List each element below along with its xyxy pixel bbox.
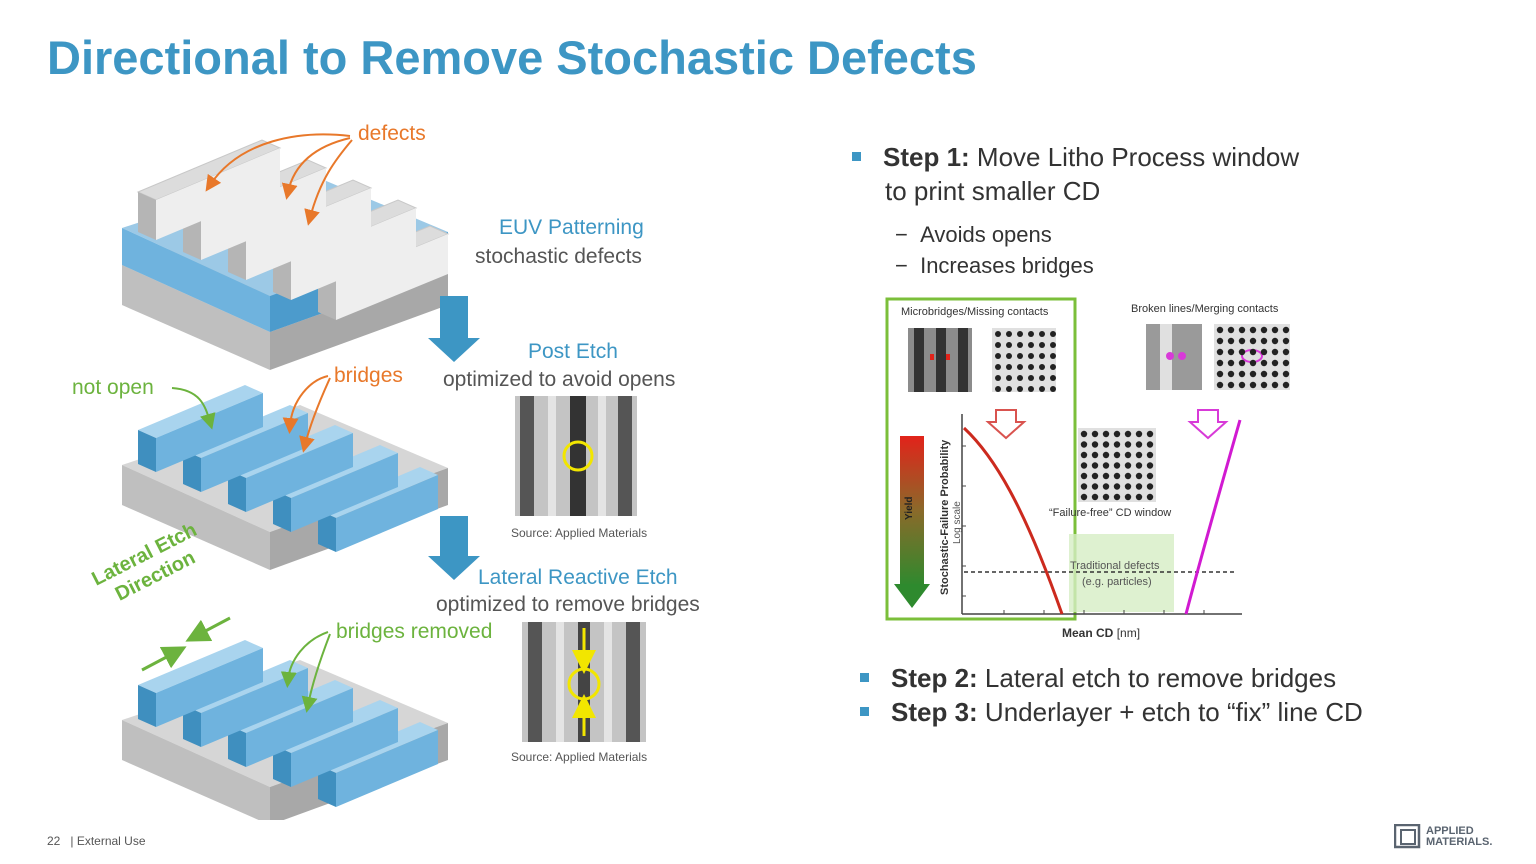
step-2-bullet: Step 2: Lateral etch to remove bridges [860, 663, 1336, 694]
broken-lines-panel-label: Broken lines/Merging contacts [1131, 303, 1279, 315]
sub-bullet-increases-bridges: − Increases bridges [895, 253, 1094, 278]
post-etch-stack [122, 385, 448, 570]
post-etch-title: Post Etch [528, 340, 618, 363]
sem-image-lateral-etch [522, 622, 646, 742]
failure-probability-chart [885, 297, 1290, 621]
failure-free-window-label: “Failure-free” CD window [1049, 507, 1172, 519]
merging-contact-sem-thumb [1214, 324, 1290, 390]
yield-gradient-bar [900, 436, 924, 586]
left-diagram [122, 133, 646, 820]
broken-line-sem-thumb [1146, 324, 1202, 390]
traditional-defects-label: Traditional defects [1070, 560, 1160, 572]
euv-patterning-title: EUV Patterning [499, 216, 644, 239]
footer: 22 | External Use [47, 834, 146, 848]
step-1-bullet: Step 1: Move Litho Process window [852, 142, 1299, 173]
magenta-down-arrow-icon [1187, 409, 1229, 440]
bridges-removed-label: bridges removed [336, 620, 493, 643]
lateral-etch-title: Lateral Reactive Etch [478, 566, 678, 589]
applied-materials-logo-icon [1394, 824, 1421, 849]
euv-stack [122, 139, 450, 370]
chart-xlabel: Mean CD [nm] [1062, 626, 1141, 640]
chart-ylabel-scale: Log scale [952, 501, 963, 544]
broken-line-failure-curve [1184, 419, 1242, 615]
page-title: Directional to Remove Stochastic Defects [47, 31, 977, 84]
lateral-etch-stack [122, 640, 448, 820]
lateral-etch-subtitle: optimized to remove bridges [436, 593, 700, 616]
bullet-square-icon [860, 706, 869, 716]
missing-contact-sem-thumb [992, 328, 1056, 392]
sem-image-post-etch [515, 396, 637, 516]
red-down-arrow-icon [985, 409, 1027, 440]
post-etch-subtitle: optimized to avoid opens [443, 368, 676, 391]
highlight-box [885, 297, 1077, 621]
sub-bullet-avoids-opens: − Avoids opens [895, 222, 1052, 247]
chart-ylabel: Stochastic-Failure Probability [939, 439, 951, 595]
bridges-label: bridges [334, 364, 403, 387]
source-caption-2: Source: Applied Materials [511, 750, 648, 764]
bullet-square-icon [860, 672, 869, 682]
defects-label: defects [358, 122, 426, 145]
euv-patterning-subtitle: stochastic defects [475, 245, 642, 268]
step-1-line-2: to print smaller CD [885, 176, 1101, 206]
bullet-square-icon [852, 151, 861, 161]
microbridges-panel-label: Microbridges/Missing contacts [901, 306, 1049, 318]
microbridge-failure-curve [962, 426, 1064, 615]
source-caption-1: Source: Applied Materials [511, 526, 648, 540]
traditional-defects-example: (e.g. particles) [1082, 576, 1152, 588]
step-3-bullet: Step 3: Underlayer + etch to “fix” line … [860, 697, 1363, 728]
not-open-label: not open [72, 376, 154, 399]
yield-label: Yield [904, 496, 915, 520]
